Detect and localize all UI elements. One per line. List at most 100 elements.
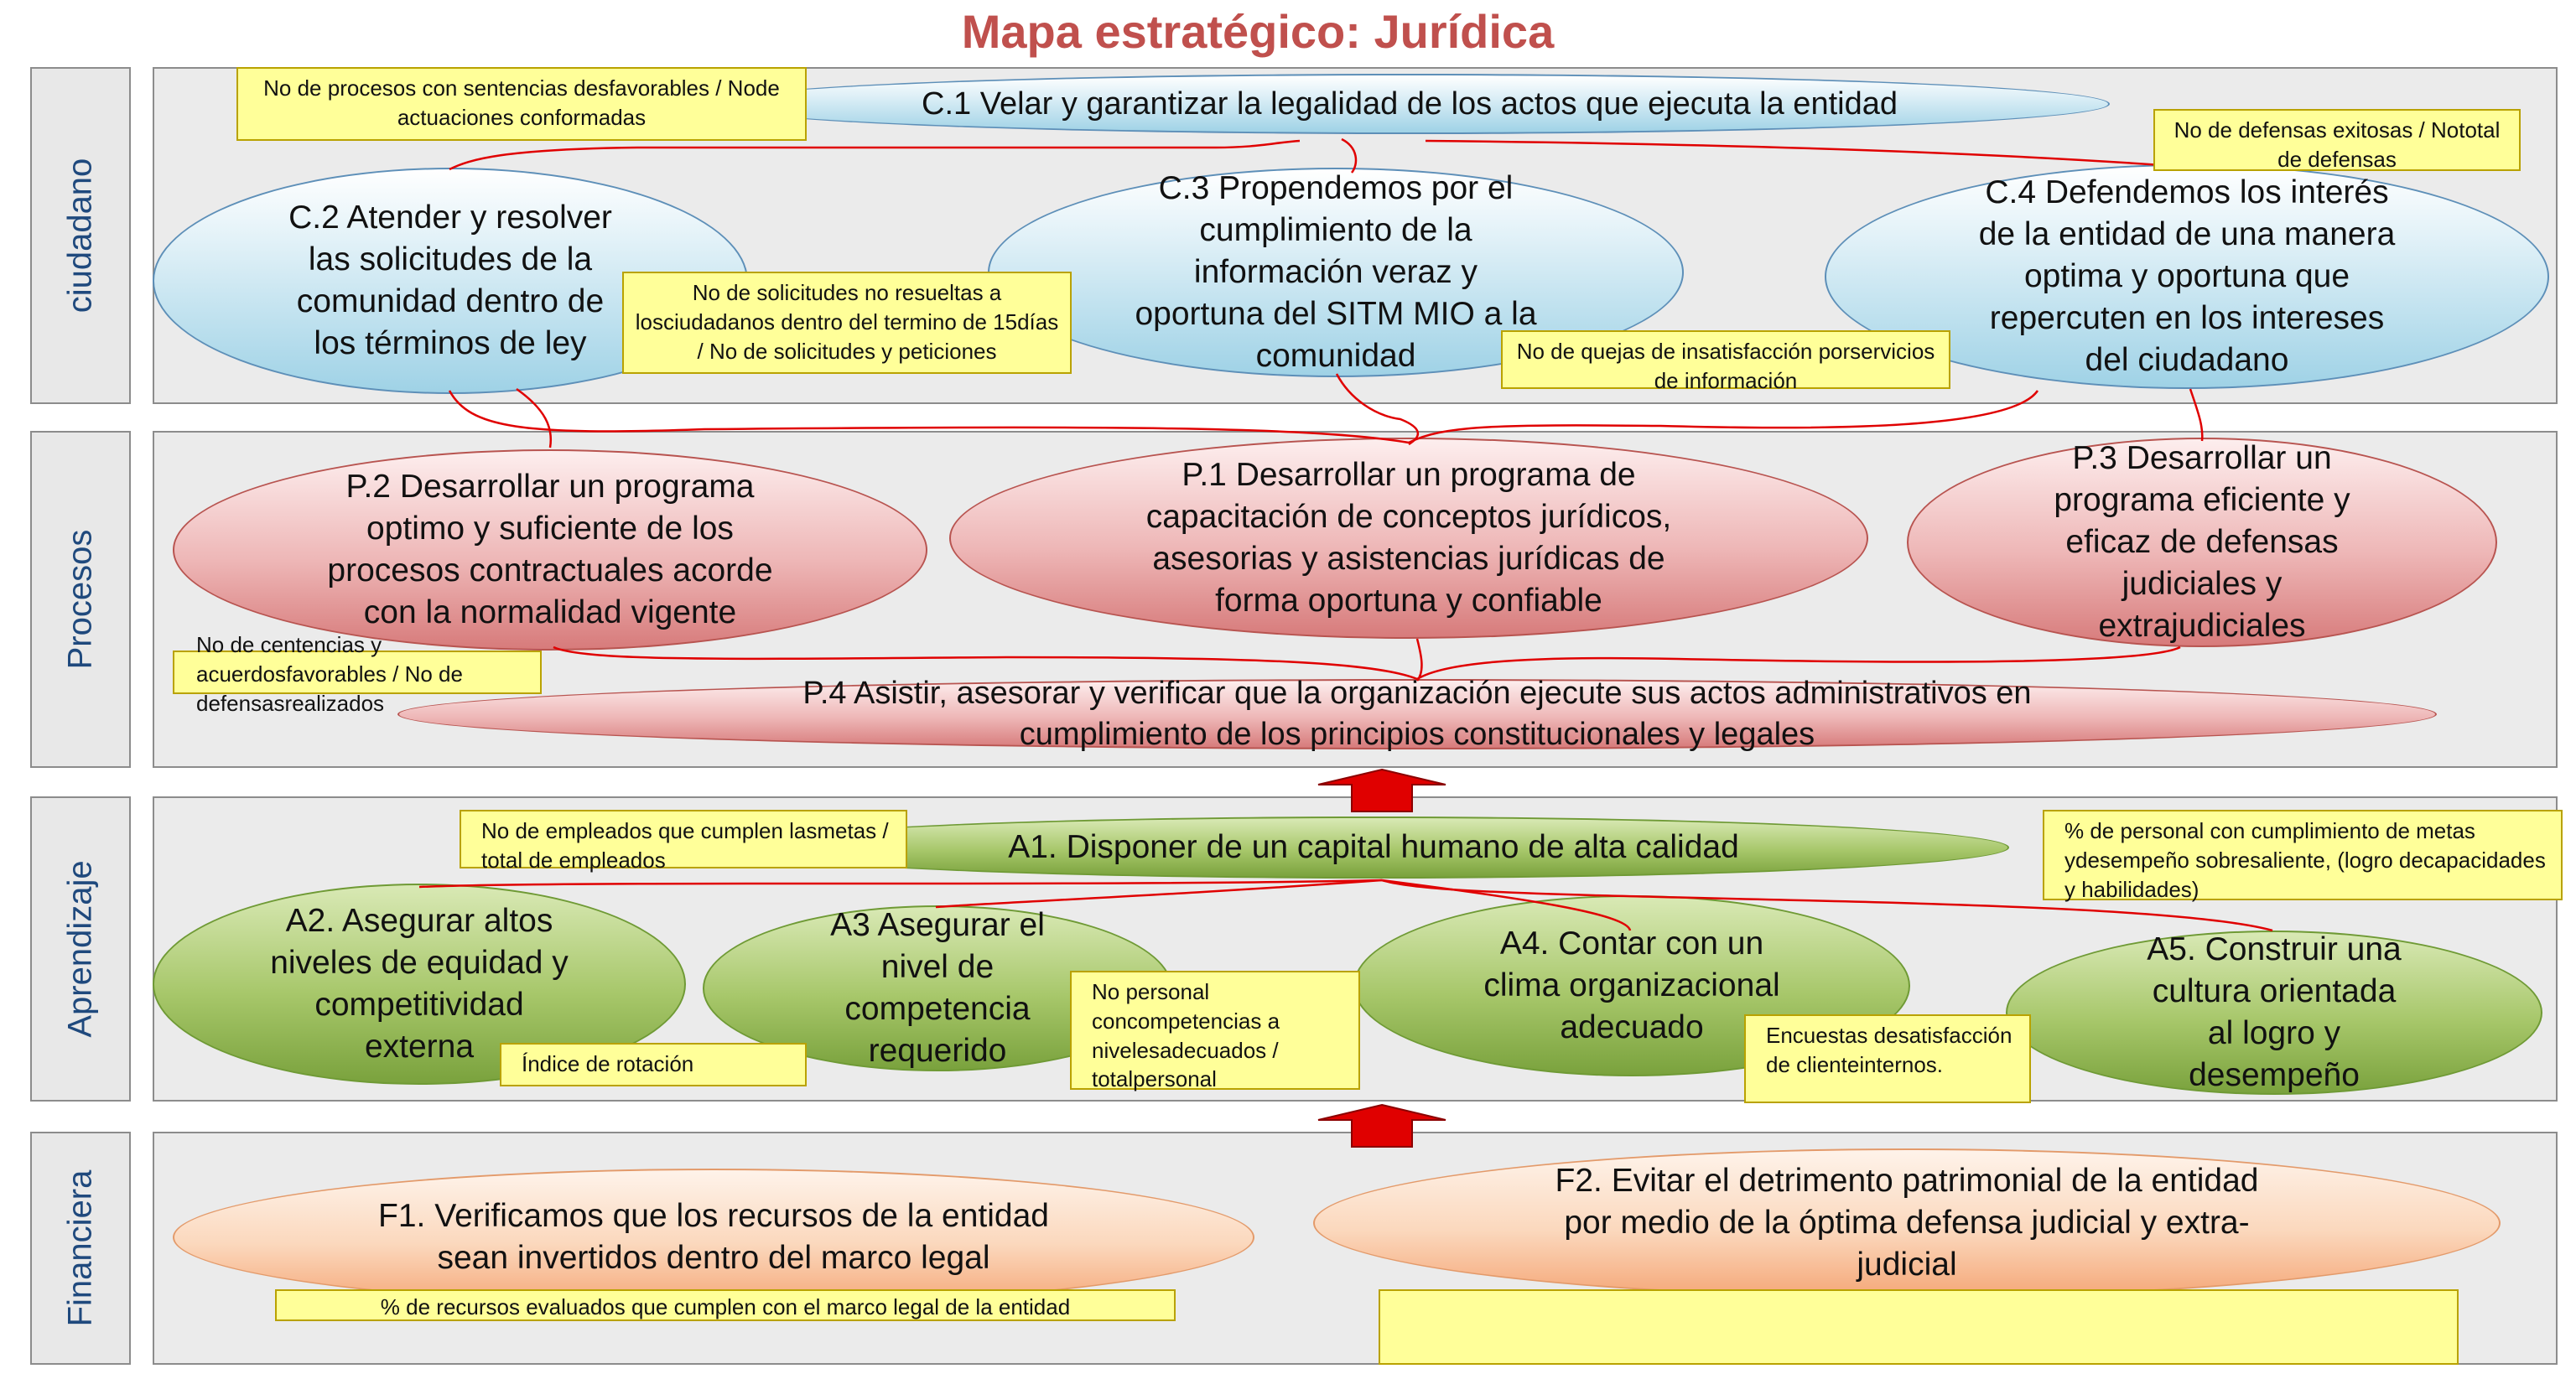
text-line: competencias a niveles (1092, 1008, 1280, 1063)
text-line: forma oportuna y confiable (1215, 582, 1602, 619)
text-line: nivel de (880, 949, 995, 986)
text-line: favorables / No de defensas (196, 661, 463, 716)
text-line: No de quejas de insatisfacción por (1516, 339, 1851, 364)
text-line: al logro y (2207, 1015, 2341, 1051)
text-line: No de empleados que cumplen las (481, 818, 818, 843)
connector-p1-c2 (448, 390, 1410, 444)
text-line: extrajudiciales (2098, 607, 2306, 644)
objective-f2-text: F2. Evitar el detrimento patrimonial de … (1555, 1160, 2259, 1286)
connector-p2-c2 (516, 387, 553, 448)
text-line: internos. (1859, 1051, 1944, 1077)
objective-p4-text: P.4 Asistir, asesorar y verificar que la… (802, 673, 2031, 754)
connector-c3-c1 (1341, 137, 1358, 174)
indicator-c3: No de quejas de insatisfacción porservic… (1501, 330, 1950, 393)
text-line: programa eficiente y (2054, 482, 2350, 519)
text-line: P.4 Asistir, asesorar y verificar que la… (802, 676, 2032, 712)
text-line: niveles de equidad y (270, 945, 569, 982)
indicator-a1: No de empleados que cumplen lasmetas / t… (460, 810, 907, 873)
text-line: metas / total de empleados (481, 818, 889, 873)
indicator-c1: No de procesos con sentencias desfavorab… (236, 67, 807, 141)
objective-a5: A5. Construir una cultura orientada al log… (2006, 931, 2542, 1095)
text-line: servicios de información (1654, 339, 1935, 393)
objective-a2: A2. Asegurar altos niveles de equidad y co… (153, 884, 686, 1085)
objective-p1: P.1 Desarrollar un programa de capacitaci… (949, 438, 1868, 639)
indicator-a5-text: % de personal con cumplimiento de metas … (2064, 817, 2553, 904)
text-line: de la entidad de una manera (1978, 216, 2396, 253)
text-line: externa (364, 1028, 475, 1065)
text-line: judiciales y (2122, 565, 2283, 602)
indicator-f1: % de recursos evaluados que cumplen con … (275, 1289, 1176, 1321)
objective-c1-text: C.1 Velar y garantizar la legalidad de l… (922, 84, 1898, 125)
text-line: % de personal con cumplimiento de metas … (2064, 818, 2475, 873)
text-line: Encuestas de (1766, 1023, 1898, 1048)
objective-p3: P.3 Desarrollar un programa eficiente y ef… (1907, 438, 2497, 647)
text-line: F2. Evitar el detrimento patrimonial de … (1555, 1163, 2259, 1200)
text-line: total de defensas (2277, 117, 2501, 172)
text-line: C.3 Propendemos por el (1158, 170, 1514, 207)
text-line: comunidad (1255, 337, 1416, 374)
text-line: No de solicitudes no resueltas a los (635, 280, 1002, 334)
indicator-p-box (173, 651, 542, 694)
band-label-financiera: Financiera (30, 1132, 131, 1365)
text-line: No de procesos con sentencias desfavorab… (263, 75, 756, 101)
text-line: C.1 Velar y garantizar la legalidad de l… (922, 86, 1898, 122)
objective-p4: P.4 Asistir, asesorar y verificar que la… (397, 676, 2437, 752)
text-line: personal (1133, 1066, 1217, 1092)
text-line: P.1 Desarrollar un programa de (1182, 457, 1636, 494)
page-title: Mapa estratégico: Jurídica (961, 5, 1555, 58)
text-line: ciudadanos dentro del termino de 15 (663, 308, 1018, 334)
text-line: A2. Asegurar altos (285, 903, 553, 940)
text-line: F1. Verificamos que los recursos de la e… (378, 1198, 1049, 1235)
text-line: los términos de ley (314, 324, 587, 361)
connector-p4-p3 (1416, 645, 2181, 681)
text-line: No de defensas exitosas / No (2174, 117, 2459, 143)
text-line: de actuaciones conformadas (397, 75, 780, 130)
indicator-a1-text: No de empleados que cumplen lasmetas / t… (481, 817, 897, 875)
text-line: P.2 Desarrollar un programa (345, 469, 755, 505)
text-line: A1. Disponer de un capital humano de alt… (1008, 829, 1739, 866)
text-line: desempeño sobresaliente, (logro de (2075, 847, 2423, 873)
text-line: realizados (284, 690, 385, 716)
text-line: eficaz de defensas (2065, 524, 2339, 561)
text-line: información veraz y (1193, 254, 1478, 291)
connector-p1-c4 (1408, 390, 2039, 444)
text-line: A3 Asegurar el (830, 907, 1045, 944)
text-line: comunidad dentro de (296, 283, 605, 319)
text-line: A5. Construir una (2147, 931, 2402, 968)
text-line: capacitación de conceptos jurídicos, (1145, 499, 1672, 536)
text-line: competencia (844, 991, 1031, 1027)
objective-p3-text: P.3 Desarrollar un programa eficiente y ef… (2054, 438, 2350, 647)
indicator-c2: No de solicitudes no resueltas a losciud… (622, 272, 1072, 374)
text-line: las solicitudes de la (308, 241, 593, 278)
indicator-a3-text: No personal concompetencias a nivelesade… (1092, 977, 1350, 1094)
text-line: clima organizacional (1483, 967, 1780, 1004)
band-label-procesos: Procesos (30, 431, 131, 768)
objective-a1: A1. Disponer de un capital humano de alt… (738, 817, 2009, 879)
arrow-up-icon (1317, 768, 1446, 812)
indicator-a4-text: Encuestas desatisfacción de clienteinter… (1766, 1021, 2021, 1080)
objective-f2: F2. Evitar el detrimento patrimonial de … (1313, 1148, 2501, 1298)
text-line: adecuados / total (1092, 1037, 1279, 1092)
text-line: capacidades y habilidades) (2064, 847, 2546, 902)
objective-f1: F1. Verificamos que los recursos de la e… (173, 1169, 1254, 1306)
indicator-c1-text: No de procesos con sentencias desfavorab… (247, 74, 797, 132)
text-line: sean invertidos dentro del marco legal (437, 1240, 990, 1276)
text-line: competitividad (314, 987, 524, 1023)
indicator-c2-text: No de solicitudes no resueltas a losciud… (632, 278, 1062, 365)
connector-p4-p1 (1415, 638, 1423, 682)
connector-c2-c1 (449, 139, 1301, 171)
text-line: oportuna del SITM MIO a la (1135, 295, 1537, 332)
text-line: del ciudadano (2085, 341, 2289, 378)
text-line: No personal con (1092, 979, 1210, 1034)
text-line: cultura orientada (2152, 973, 2397, 1010)
text-line: P.3 Desarrollar un (2072, 440, 2332, 477)
indicator-p: No de centencias y acuerdosfavorables / … (196, 630, 532, 721)
text-line: cumplimiento de la (1199, 212, 1472, 249)
